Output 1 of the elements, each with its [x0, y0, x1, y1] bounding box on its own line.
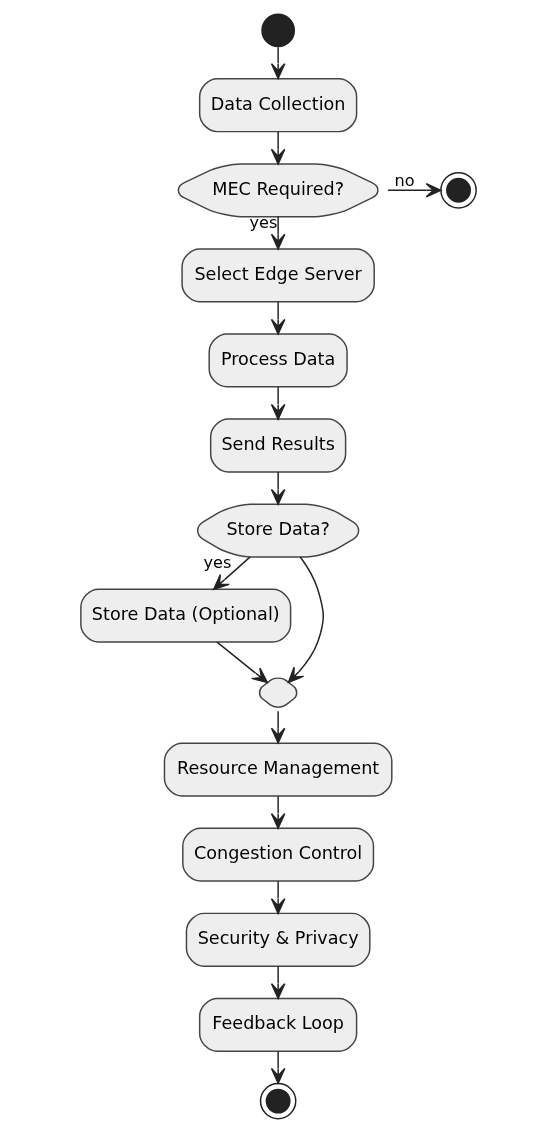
edge-label: no	[394, 170, 415, 190]
